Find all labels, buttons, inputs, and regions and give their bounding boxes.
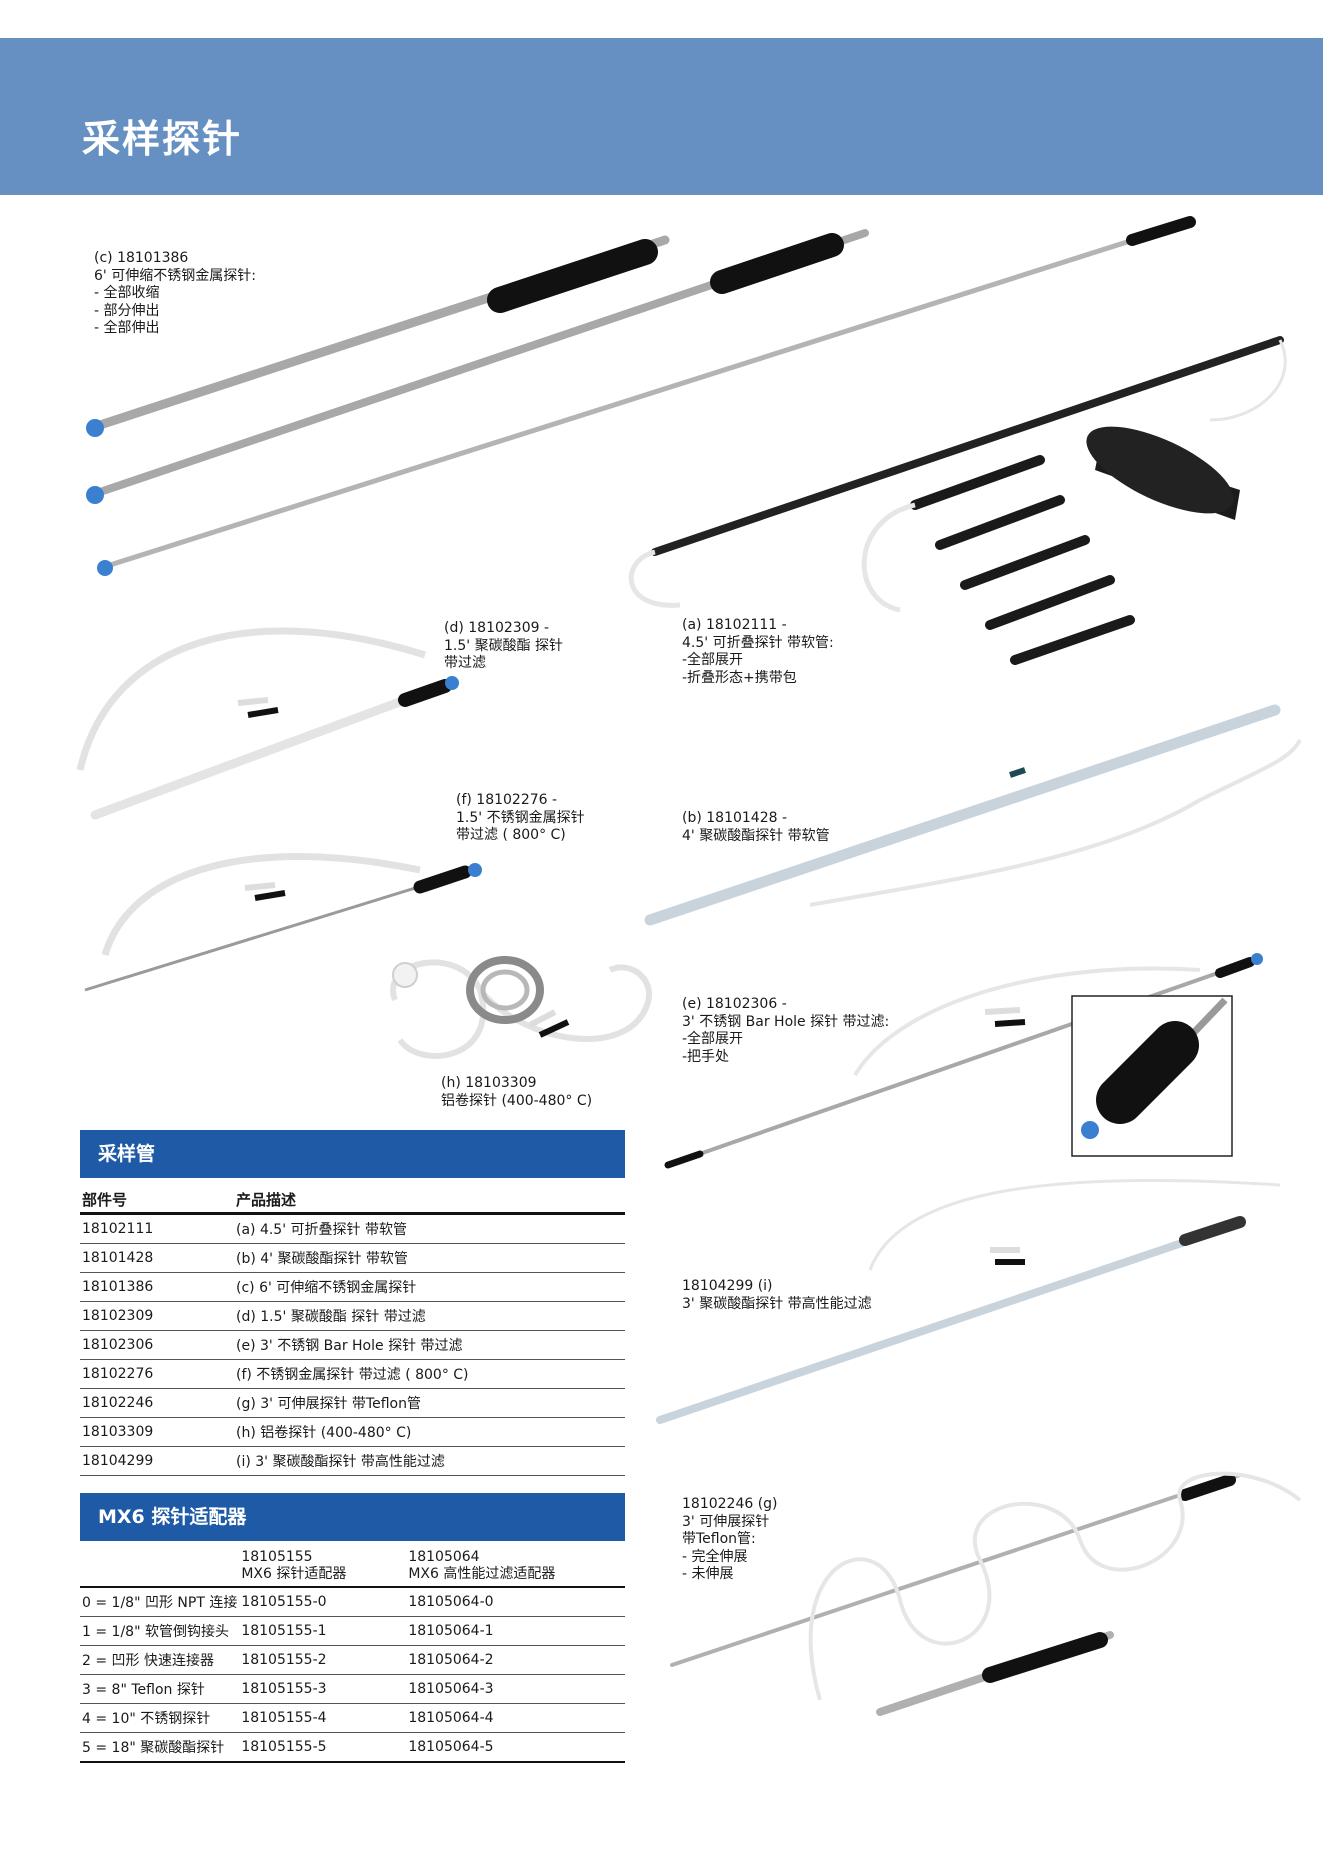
table-header-row: 18105155 MX6 探针适配器 18105064 MX6 高性能过滤适配器 xyxy=(80,1541,625,1588)
caption-probe-g: 18102246 (g) 3' 可伸展探针 带Teflon管: - 完全伸展 -… xyxy=(682,1496,778,1582)
probe-g-image xyxy=(670,1471,1302,1716)
mx6-adapters-title: MX6 探针适配器 xyxy=(80,1493,625,1541)
probe-c-partial-image xyxy=(86,229,869,504)
probe-c-extended-image xyxy=(97,216,1196,576)
table-row: 18101386(c) 6' 可伸缩不锈钢金属探针 xyxy=(80,1272,625,1302)
adapters-grid: 18105155 MX6 探针适配器 18105064 MX6 高性能过滤适配器… xyxy=(80,1541,625,1763)
table-header-row: 部件号 产品描述 xyxy=(80,1178,625,1215)
probe-f-image xyxy=(84,853,482,992)
sampling-tubes-table: 采样管 部件号 产品描述 18102111(a) 4.5' 可折叠探针 带软管 … xyxy=(80,1130,625,1476)
caption-probe-f: (f) 18102276 - 1.5' 不锈钢金属探针 带过滤 ( 800° C… xyxy=(456,792,585,843)
table-row: 18101428(b) 4' 聚碳酸酯探针 带软管 xyxy=(80,1243,625,1273)
table-row: 18102111(a) 4.5' 可折叠探针 带软管 xyxy=(80,1213,625,1244)
caption-probe-e: (e) 18102306 - 3' 不锈钢 Bar Hole 探针 带过滤: -… xyxy=(682,996,890,1065)
probe-d-image xyxy=(76,627,459,820)
parts-grid: 部件号 产品描述 18102111(a) 4.5' 可折叠探针 带软管 1810… xyxy=(80,1178,625,1476)
probe-c-retracted-image xyxy=(86,235,670,437)
probe-a-image xyxy=(628,336,1287,665)
table-row: 18102306(e) 3' 不锈钢 Bar Hole 探针 带过滤 xyxy=(80,1330,625,1360)
table-row: 18104299(i) 3' 聚碳酸酯探针 带高性能过滤 xyxy=(80,1446,625,1476)
probe-h-image xyxy=(390,956,653,1059)
table-row: 18102246(g) 3' 可伸展探针 带Teflon管 xyxy=(80,1388,625,1418)
col-desc-header: 产品描述 xyxy=(234,1178,625,1215)
caption-probe-c: (c) 18101386 6' 可伸缩不锈钢金属探针: - 全部收缩 - 部分伸… xyxy=(94,250,256,336)
col-hp-filter-header: 18105064 MX6 高性能过滤适配器 xyxy=(406,1541,625,1588)
caption-probe-h: (h) 18103309 铝卷探针 (400-480° C) xyxy=(441,1075,593,1109)
probe-e-image xyxy=(664,953,1263,1169)
col-part-header: 部件号 xyxy=(80,1178,234,1215)
caption-probe-d: (d) 18102309 - 1.5' 聚碳酸酯 探针 带过滤 xyxy=(444,620,564,671)
probe-e-handle-closeup xyxy=(1071,995,1233,1157)
mx6-adapters-table: MX6 探针适配器 18105155 MX6 探针适配器 18105064 MX… xyxy=(80,1493,625,1763)
caption-probe-a: (a) 18102111 - 4.5' 可折叠探针 带软管: -全部展开 -折叠… xyxy=(682,617,834,686)
caption-probe-i: 18104299 (i) 3' 聚碳酸酯探针 带高性能过滤 xyxy=(682,1278,872,1312)
probe-i-image xyxy=(656,1178,1281,1424)
table-row: 18103309(h) 铝卷探针 (400-480° C) xyxy=(80,1417,625,1447)
page-title: 采样探针 xyxy=(82,117,243,161)
caption-probe-b: (b) 18101428 - 4' 聚碳酸酯探针 带软管 xyxy=(682,810,830,844)
table-row: 18102309(d) 1.5' 聚碳酸酯 探针 带过滤 xyxy=(80,1301,625,1331)
header-banner: 采样探针 xyxy=(0,38,1323,195)
table-row: 18102276(f) 不锈钢金属探针 带过滤 ( 800° C) xyxy=(80,1359,625,1389)
sampling-tubes-title: 采样管 xyxy=(80,1130,625,1178)
probe-b-image xyxy=(644,704,1302,926)
col-adapter-header: 18105155 MX6 探针适配器 xyxy=(239,1541,407,1588)
